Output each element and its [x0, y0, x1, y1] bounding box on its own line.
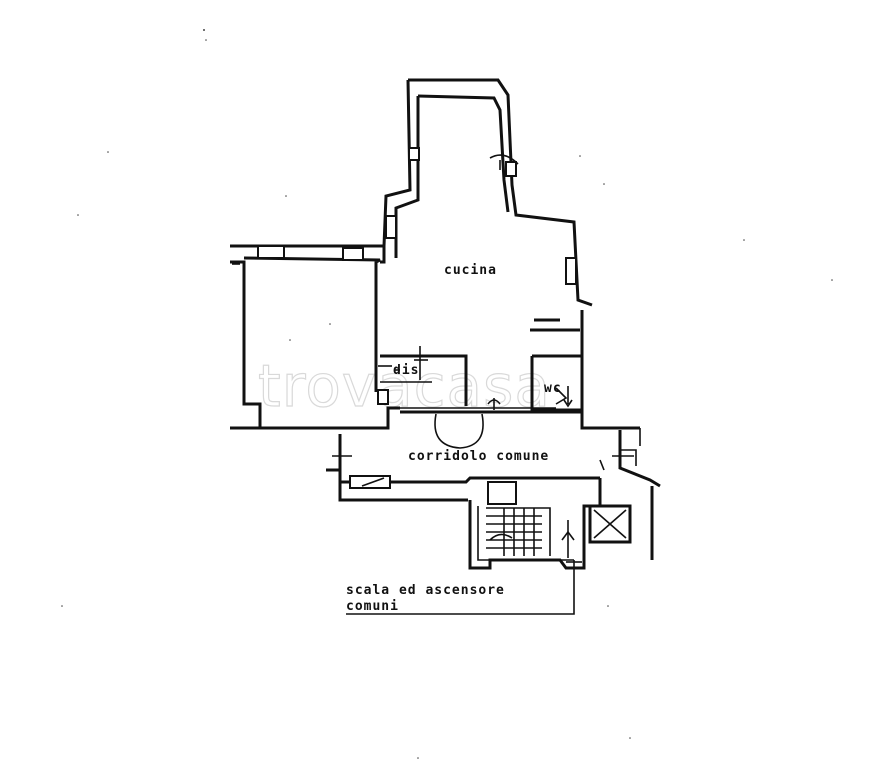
outer-walls: [230, 78, 593, 430]
scan-specks: [61, 29, 833, 759]
landing-label: dis: [393, 363, 419, 378]
door-swing: [434, 398, 501, 449]
note-leader: [346, 560, 582, 615]
watermark: trovacasa: [258, 352, 551, 420]
note-line-2: comuni: [346, 599, 399, 614]
hallway-label: corridolo comune: [408, 449, 549, 464]
interior-walls: [378, 154, 582, 412]
corridor-walls: [230, 407, 661, 502]
window-marks: [257, 147, 577, 405]
note-line-1: scala ed ascensore: [346, 583, 505, 598]
toilet-label: wc: [544, 381, 562, 396]
kitchen-label: cucina: [444, 263, 497, 278]
stair-core: [468, 478, 654, 570]
